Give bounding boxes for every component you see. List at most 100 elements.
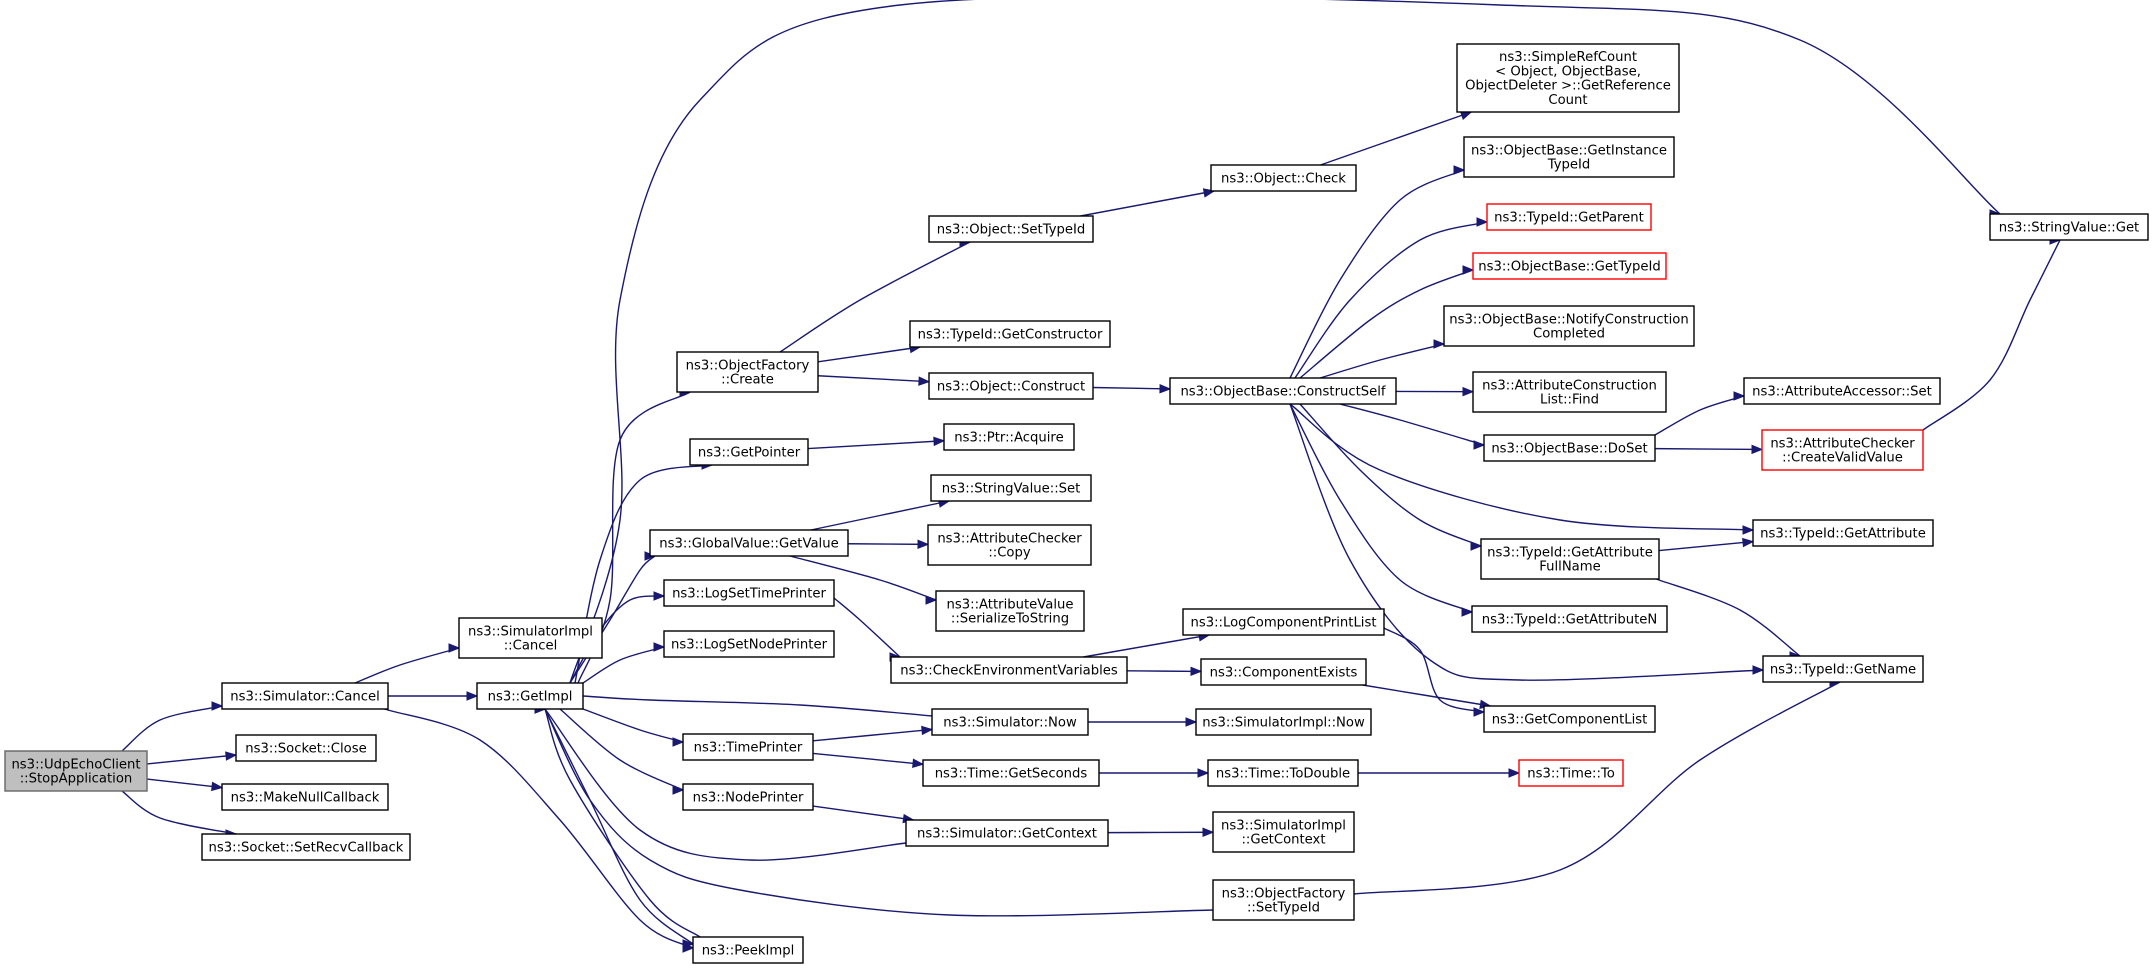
node-simulator-now[interactable]: ns3::Simulator::Now bbox=[931, 708, 1089, 736]
node-box bbox=[1169, 377, 1397, 405]
arrowhead-icon bbox=[1462, 265, 1475, 275]
edge-line bbox=[554, 704, 689, 793]
node-globalvalue-getvalue[interactable]: ns3::GlobalValue::GetValue bbox=[649, 529, 849, 557]
node-time-getseconds[interactable]: ns3::Time::GetSeconds bbox=[922, 759, 1100, 787]
node-label: ns3::ObjectBase::GetInstance bbox=[1471, 143, 1667, 158]
node-object-settypeid[interactable]: ns3::Object::SetTypeId bbox=[928, 215, 1094, 243]
node-typeid-getname[interactable]: ns3::TypeId::GetName bbox=[1762, 655, 1924, 683]
node-peekimpl[interactable]: ns3::PeekImpl bbox=[692, 936, 804, 964]
node-objectbase-constructself[interactable]: ns3::ObjectBase::ConstructSelf bbox=[1169, 377, 1397, 405]
edge-objectbase_constructself-to-objectbase_notifyconstructioncompleted bbox=[1314, 339, 1450, 381]
edge-udpechoclient_stopapplication-to-makenullcallback bbox=[146, 778, 224, 792]
edge-line bbox=[810, 500, 950, 531]
node-label: ns3::AttributeChecker bbox=[1770, 436, 1915, 451]
edge-timeprinter-to-simulator_now bbox=[812, 725, 934, 742]
node-object-construct[interactable]: ns3::Object::Construct bbox=[928, 372, 1094, 400]
node-attributevalue-serializetostring[interactable]: ns3::AttributeValue::SerializeToString bbox=[935, 590, 1085, 632]
node-ptr-acquire[interactable]: ns3::Ptr::Acquire bbox=[943, 423, 1075, 451]
node-time-todouble[interactable]: ns3::Time::ToDouble bbox=[1207, 759, 1359, 787]
node-getimpl[interactable]: ns3::GetImpl bbox=[476, 682, 584, 710]
node-label: ns3::AttributeChecker bbox=[937, 531, 1082, 546]
edge-simulator_cancel-to-getimpl bbox=[388, 691, 479, 701]
node-makenullcallback[interactable]: ns3::MakeNullCallback bbox=[221, 783, 389, 811]
node-typeid-getattributen[interactable]: ns3::TypeId::GetAttributeN bbox=[1471, 605, 1668, 633]
node-box bbox=[663, 630, 835, 658]
node-box bbox=[1989, 213, 2149, 241]
node-typeid-getparent[interactable]: ns3::TypeId::GetParent bbox=[1486, 203, 1652, 231]
arrowhead-icon bbox=[1742, 537, 1755, 548]
node-stringvalue-set[interactable]: ns3::StringValue::Set bbox=[930, 474, 1092, 502]
node-socket-close[interactable]: ns3::Socket::Close bbox=[235, 734, 377, 762]
edge-line bbox=[351, 646, 465, 686]
node-typeid-getconstructor[interactable]: ns3::TypeId::GetConstructor bbox=[909, 320, 1111, 348]
edge-checkenvironmentvariables-to-logcomponentprintlist bbox=[1083, 632, 1211, 658]
node-logsettimeprinter[interactable]: ns3::LogSetTimePrinter bbox=[663, 579, 835, 607]
node-simplerefcount-getreferencecount[interactable]: ns3::SimpleRefCount< Object, ObjectBase,… bbox=[1456, 43, 1680, 113]
node-label: ns3::TimePrinter bbox=[694, 741, 803, 756]
node-attributeaccessor-set[interactable]: ns3::AttributeAccessor::Set bbox=[1743, 377, 1941, 405]
node-box bbox=[458, 617, 603, 659]
node-logsetnodeprinter[interactable]: ns3::LogSetNodePrinter bbox=[663, 630, 835, 658]
arrowhead-icon bbox=[672, 785, 685, 795]
arrowhead-icon bbox=[1461, 607, 1474, 617]
edge-simulator_getcontext-to-getimpl bbox=[534, 699, 919, 861]
arrowhead-icon bbox=[1185, 717, 1198, 727]
node-label: ns3::StringValue::Set bbox=[942, 482, 1081, 497]
node-objectfactory-create[interactable]: ns3::ObjectFactory::Create bbox=[676, 351, 819, 393]
node-box bbox=[682, 733, 814, 761]
edge-line bbox=[565, 0, 2016, 696]
node-box bbox=[221, 682, 389, 710]
node-box bbox=[905, 819, 1109, 847]
node-label: FullName bbox=[1539, 560, 1600, 575]
node-box bbox=[676, 351, 819, 393]
node-socket-setrecvcallback[interactable]: ns3::Socket::SetRecvCallback bbox=[201, 833, 411, 861]
node-simulatorimpl-now[interactable]: ns3::SimulatorImpl::Now bbox=[1195, 708, 1372, 736]
node-time-to[interactable]: ns3::Time::To bbox=[1518, 759, 1624, 787]
node-simulator-cancel[interactable]: ns3::Simulator::Cancel bbox=[221, 682, 389, 710]
node-stringvalue-get[interactable]: ns3::StringValue::Get bbox=[1989, 213, 2149, 241]
node-checkenvironmentvariables[interactable]: ns3::CheckEnvironmentVariables bbox=[890, 656, 1128, 684]
node-box bbox=[1761, 429, 1924, 471]
arrowhead-icon bbox=[933, 436, 946, 447]
arrowhead-icon bbox=[1470, 541, 1483, 551]
node-label: ns3::TypeId::GetConstructor bbox=[918, 328, 1103, 343]
node-typeid-getattribute[interactable]: ns3::TypeId::GetAttribute bbox=[1752, 519, 1934, 547]
arrowhead-icon bbox=[917, 539, 930, 550]
node-objectbase-notifyconstructioncompleted[interactable]: ns3::ObjectBase::NotifyConstructionCompl… bbox=[1443, 305, 1695, 347]
node-attributechecker-createvalidvalue[interactable]: ns3::AttributeChecker::CreateValidValue bbox=[1761, 429, 1924, 471]
node-box bbox=[1212, 879, 1355, 921]
arrowhead-icon bbox=[225, 751, 238, 761]
node-objectfactory-settypeid[interactable]: ns3::ObjectFactory::SetTypeId bbox=[1212, 879, 1355, 921]
node-simulator-getcontext[interactable]: ns3::Simulator::GetContext bbox=[905, 819, 1109, 847]
node-componentexists[interactable]: ns3::ComponentExists bbox=[1200, 658, 1367, 686]
node-attributechecker-copy[interactable]: ns3::AttributeChecker::Copy bbox=[927, 524, 1092, 566]
node-box bbox=[476, 682, 584, 710]
node-object-check[interactable]: ns3::Object::Check bbox=[1210, 164, 1357, 192]
edge-udpechoclient_stopapplication-to-socket_close bbox=[146, 751, 238, 765]
node-timeprinter[interactable]: ns3::TimePrinter bbox=[682, 733, 814, 761]
edge-line bbox=[542, 703, 705, 941]
node-logcomponentprintlist[interactable]: ns3::LogComponentPrintList bbox=[1182, 608, 1385, 636]
node-getcomponentlist[interactable]: ns3::GetComponentList bbox=[1483, 705, 1656, 733]
node-objectbase-doset[interactable]: ns3::ObjectBase::DoSet bbox=[1483, 434, 1656, 462]
edge-globalvalue_getvalue-to-attributechecker_copy bbox=[847, 539, 930, 550]
edge-typeid_getattributefullname-to-typeid_getname bbox=[1650, 576, 1806, 661]
arrowhead-icon bbox=[1159, 383, 1172, 394]
node-objectbase-gettypeid[interactable]: ns3::ObjectBase::GetTypeId bbox=[1472, 252, 1667, 280]
node-getpointer[interactable]: ns3::GetPointer bbox=[689, 438, 809, 466]
node-box bbox=[1472, 371, 1667, 413]
edge-line bbox=[1282, 398, 1768, 532]
node-nodeprinter[interactable]: ns3::NodePrinter bbox=[682, 783, 814, 811]
node-box bbox=[930, 474, 1092, 502]
arrowhead-icon bbox=[1742, 525, 1755, 535]
node-label: ns3::MakeNullCallback bbox=[231, 791, 380, 806]
node-label: ns3::SimulatorImpl bbox=[468, 624, 593, 639]
node-simulatorimpl-cancel[interactable]: ns3::SimulatorImpl::Cancel bbox=[458, 617, 603, 659]
node-label: ns3::Time::To bbox=[1527, 767, 1615, 782]
node-simulatorimpl-getcontext[interactable]: ns3::SimulatorImpl::GetContext bbox=[1212, 811, 1355, 853]
node-label: < Object, ObjectBase, bbox=[1495, 64, 1641, 79]
edge-line bbox=[1080, 190, 1215, 217]
